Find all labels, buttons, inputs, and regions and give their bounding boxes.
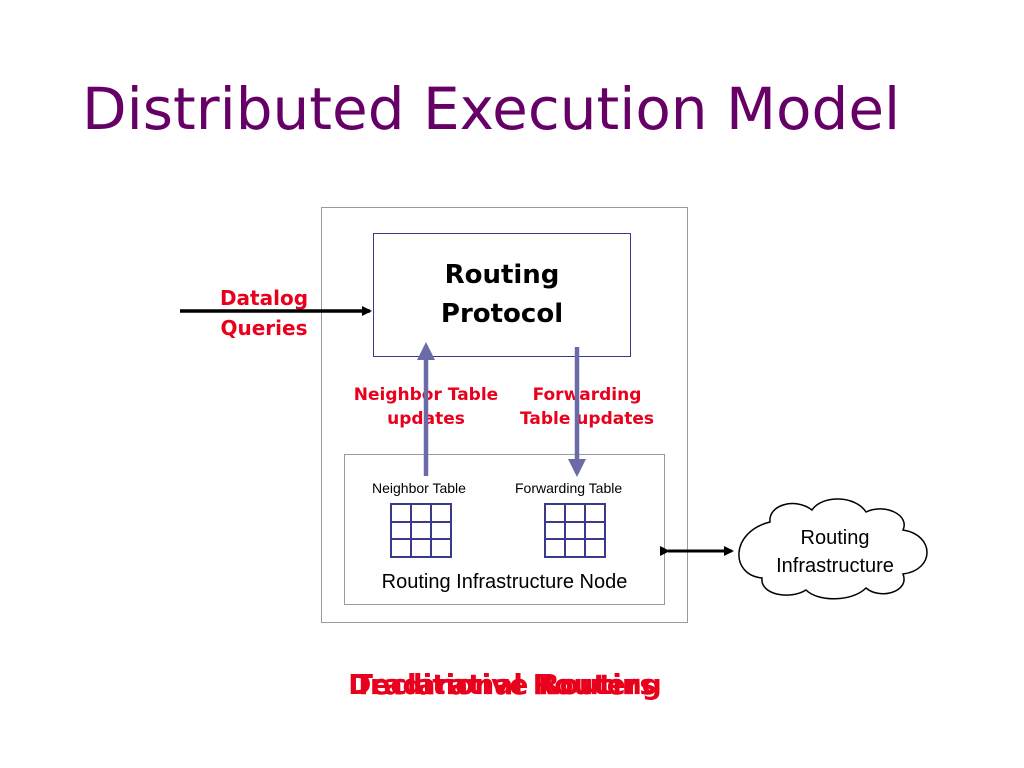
routing-infrastructure-node-label: Routing Infrastructure Node bbox=[381, 571, 628, 593]
routing-protocol-line1: Routing bbox=[444, 260, 560, 290]
datalog-queries-label: Datalog Queries bbox=[196, 283, 332, 343]
routing-infrastructure-cloud-label: Routing Infrastructure bbox=[755, 524, 915, 580]
forwarding-table-updates-line1: Forwarding bbox=[532, 385, 642, 405]
datalog-queries-line1: Datalog bbox=[219, 286, 309, 310]
neighbor-table-label: Neighbor Table bbox=[372, 480, 466, 496]
cloud-line1: Routing bbox=[800, 527, 870, 549]
caption-traditional-routers: Traditional Routers bbox=[353, 668, 657, 701]
routing-protocol-box: Routing Protocol bbox=[373, 233, 631, 357]
forwarding-table-label: Forwarding Table bbox=[515, 480, 623, 496]
routing-protocol-line2: Protocol bbox=[440, 299, 564, 329]
routing-infrastructure-node-box bbox=[344, 454, 665, 605]
forwarding-table-updates-line2: Table updates bbox=[519, 408, 654, 429]
routing-infrastructure-cloud bbox=[738, 498, 928, 600]
forwarding-table-updates-label: Forwarding Table updates bbox=[508, 384, 666, 432]
node-container-box bbox=[321, 207, 688, 623]
forwarding-table-grid bbox=[544, 503, 606, 558]
neighbor-table-grid bbox=[390, 503, 452, 558]
slide-title: Distributed Execution Model bbox=[82, 75, 901, 143]
caption-declarative-routing: Declarative Routing bbox=[348, 668, 662, 701]
cloud-line2: Infrastructure bbox=[776, 555, 894, 577]
datalog-queries-line2: Queries bbox=[220, 316, 308, 340]
